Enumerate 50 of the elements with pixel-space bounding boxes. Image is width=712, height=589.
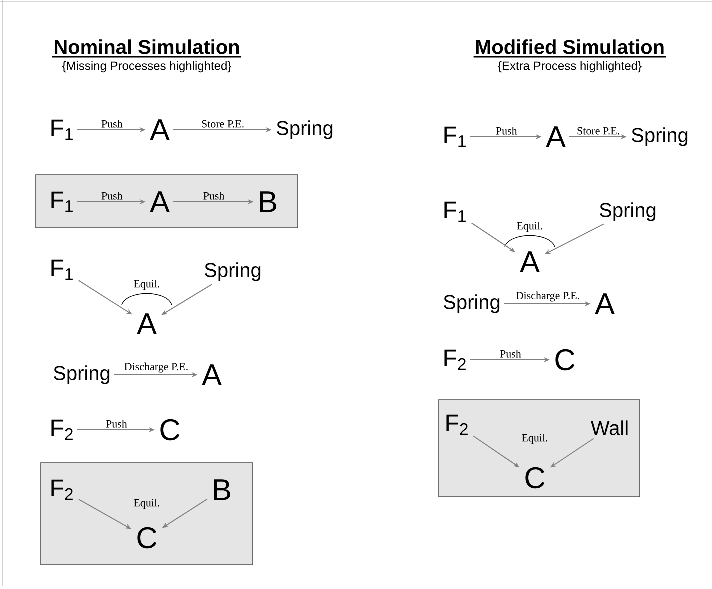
heading: Nominal Simulation	[52, 40, 242, 58]
term-label: F$_{2}$	[446, 414, 468, 436]
edge-label: Store P.E.	[202, 120, 244, 128]
term-label: F$_{1}$	[52, 120, 73, 140]
term-label: A	[150, 192, 170, 212]
term-label: Wall	[591, 420, 628, 436]
term-label: F$_{2}$	[52, 480, 73, 500]
term-label: F$_{2}$	[444, 350, 466, 370]
edge-label: Push	[102, 120, 123, 128]
term-label: Spring	[444, 294, 500, 314]
term-label: F$_{1}$	[444, 202, 466, 222]
term-label: A	[520, 252, 540, 272]
edge-label: Discharge P.E.	[124, 362, 188, 373]
term-label: Spring	[277, 120, 333, 140]
term-label: Spring	[205, 262, 261, 282]
highlight-box	[40, 462, 254, 566]
subheading: {Extra Process highlighted}	[498, 61, 642, 73]
term-label: F$_{1}$	[52, 260, 73, 280]
edge-label: Push	[500, 350, 522, 358]
edge-label: Store P.E.	[578, 127, 620, 135]
term-label: Spring	[54, 366, 110, 384]
term-label: A	[595, 294, 615, 314]
edge-label: Push	[496, 127, 518, 135]
term-label: C	[526, 467, 545, 489]
edge-label: Push	[102, 192, 123, 200]
edge-label: Push	[106, 420, 128, 428]
term-label: F$_{1}$	[444, 126, 466, 148]
heading: Modified Simulation	[474, 40, 666, 58]
term-label: C	[556, 349, 575, 371]
term-label: A	[546, 126, 566, 148]
term-label: F$_{1}$	[52, 192, 73, 212]
equil-label: Equil.	[522, 434, 548, 444]
term-label: C	[138, 527, 157, 549]
term-label: A	[137, 314, 157, 334]
highlight-box	[438, 400, 640, 498]
term-label: B	[260, 192, 276, 212]
subheading: {Missing Processes highlighted}	[62, 61, 232, 73]
term-label: F$_{2}$	[52, 420, 73, 440]
term-label: A	[150, 120, 170, 140]
highlight-box	[36, 174, 298, 228]
term-label: C	[160, 419, 180, 441]
equil-label: Equil.	[134, 280, 160, 290]
term-label: Spring	[600, 202, 656, 222]
term-label: B	[214, 480, 230, 500]
equil-label: Equil.	[517, 222, 543, 232]
equil-label: Equil.	[134, 499, 160, 509]
term-label: Spring	[632, 128, 688, 146]
term-label: A	[202, 364, 222, 386]
edge-label: Discharge P.E.	[516, 292, 580, 302]
edge-label: Push	[204, 192, 225, 200]
